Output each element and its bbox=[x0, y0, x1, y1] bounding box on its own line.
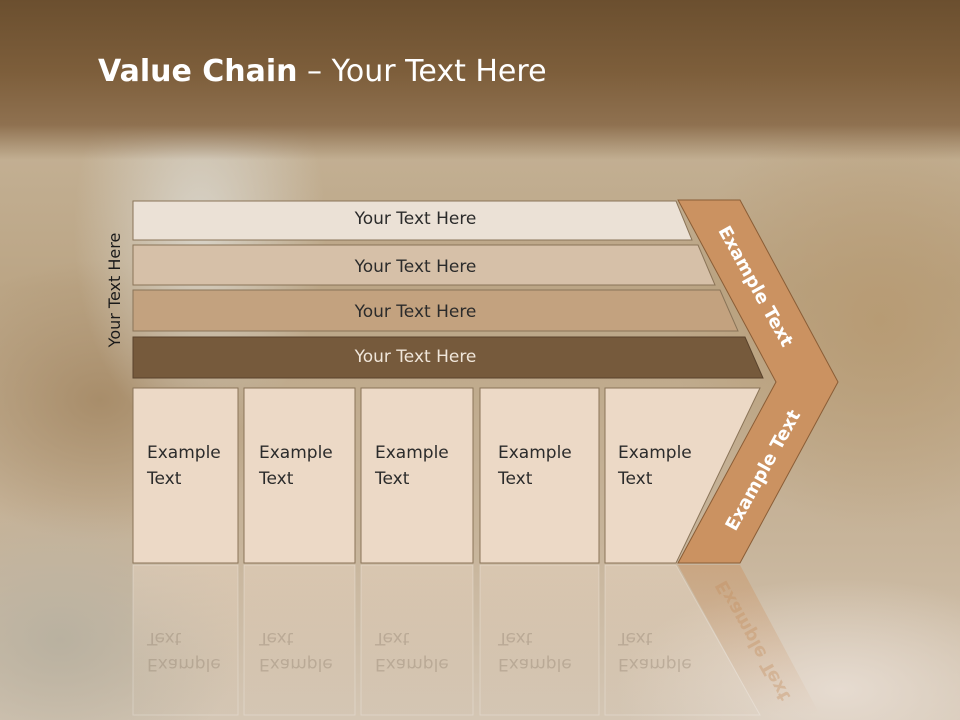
title-rest: – Your Text Here bbox=[297, 54, 547, 89]
bar-1-label: Your Text Here bbox=[354, 209, 477, 229]
bar-1 bbox=[132, 200, 693, 241]
bar-4 bbox=[132, 336, 764, 379]
box-3 bbox=[360, 387, 474, 564]
box-2 bbox=[243, 387, 356, 564]
box-5 bbox=[604, 387, 761, 564]
chevron-arrow bbox=[677, 199, 839, 564]
title-bold: Value Chain bbox=[98, 54, 298, 89]
bar-2-label: Your Text Here bbox=[354, 257, 477, 277]
bar-3-label: Your Text Here bbox=[354, 302, 477, 322]
bar-4-label: Your Text Here bbox=[354, 347, 477, 367]
box-4 bbox=[479, 387, 600, 564]
bar-3 bbox=[132, 289, 739, 332]
box-1 bbox=[132, 387, 239, 564]
reflection bbox=[132, 564, 820, 716]
title-band bbox=[0, 0, 960, 160]
bar-2 bbox=[132, 244, 716, 286]
slide-title: Value Chain – Your Text Here bbox=[98, 54, 547, 89]
